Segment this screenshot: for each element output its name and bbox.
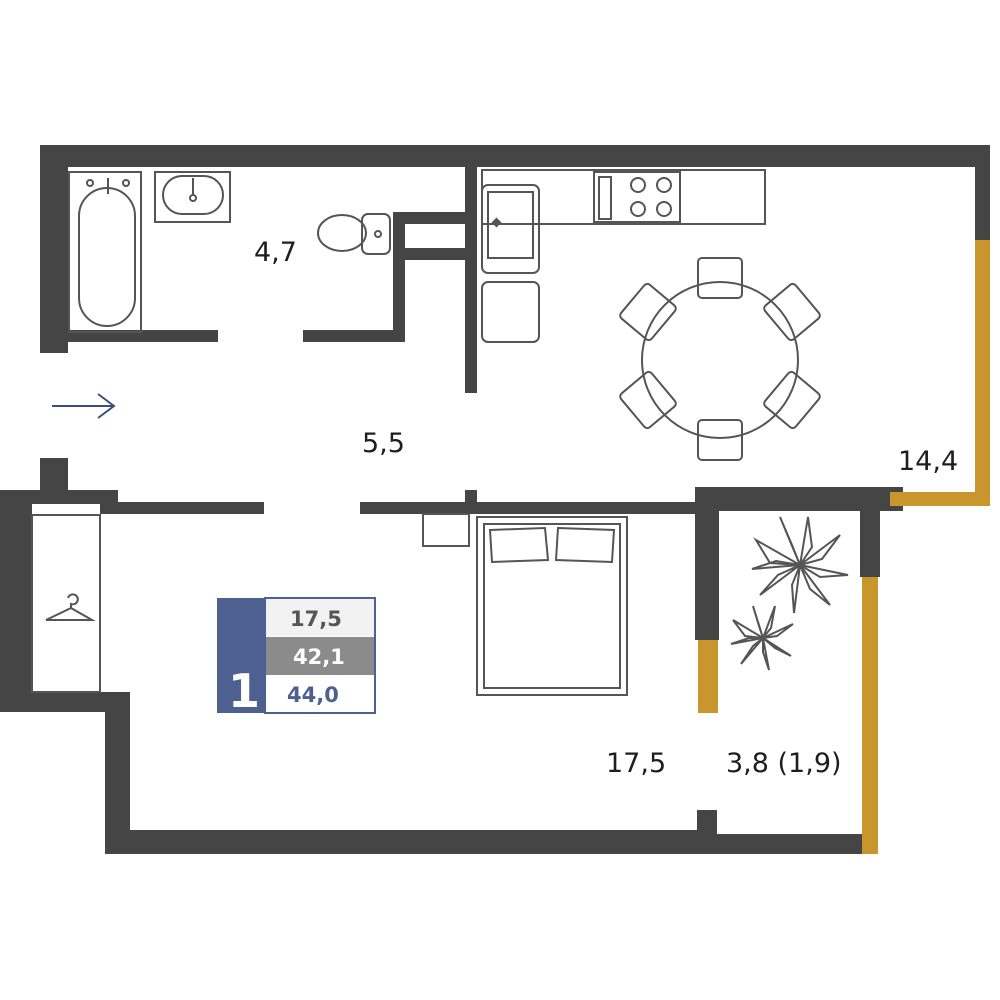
wardrobe	[31, 514, 101, 693]
living-area-value: 17,5	[290, 607, 342, 631]
dining-table	[619, 257, 821, 461]
total-area-value: 44,0	[287, 683, 339, 707]
sink-drain-icon	[491, 217, 502, 228]
net-area-value: 42,1	[293, 645, 345, 669]
kitchen-area-label: 14,4	[898, 446, 958, 477]
windows	[698, 240, 990, 854]
plant-icon	[730, 516, 849, 671]
nightstand	[422, 513, 470, 547]
area-legend: 1 17,5 42,1 44,0	[217, 597, 376, 718]
bedroom-area-label: 17,5	[606, 748, 666, 779]
hanger-icon	[45, 593, 96, 621]
sink	[154, 171, 231, 223]
bathroom-area-label: 4,7	[254, 237, 297, 268]
kitchen-counter	[481, 169, 766, 343]
bed	[476, 516, 628, 696]
hallway-area-label: 5,5	[362, 428, 405, 459]
arrow-right-icon	[52, 393, 116, 419]
toilet	[317, 213, 391, 255]
bathtub	[68, 171, 142, 333]
balcony-area-label: 3,8 (1,9)	[726, 748, 842, 779]
rooms-count: 1	[228, 664, 260, 718]
